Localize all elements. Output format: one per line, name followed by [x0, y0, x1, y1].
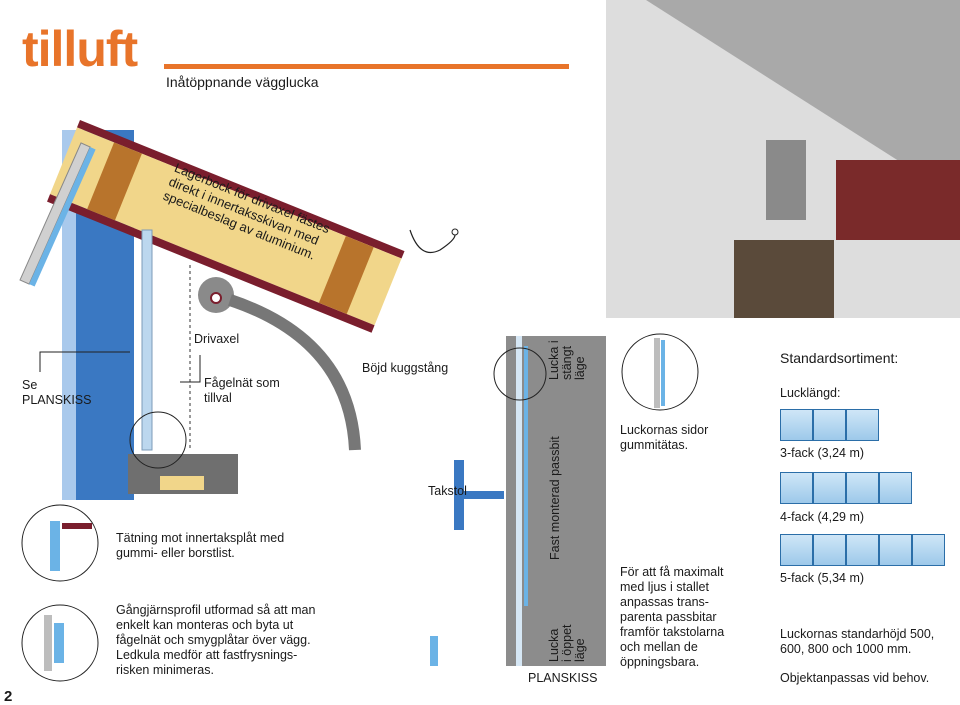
installation-photo: [606, 0, 960, 318]
plan-detail-circle: [493, 347, 547, 401]
page-subtitle: Inåtöppnande vägglucka: [166, 74, 319, 90]
sortiment-heading: Standardsortiment:: [780, 350, 899, 366]
note-ljus: För att få maximalt med ljus i stallet a…: [620, 565, 725, 669]
curved-rack: [228, 294, 361, 451]
label-drivaxel: Drivaxel: [194, 332, 240, 346]
hatch-closed: [141, 229, 153, 451]
label-planskiss: PLANSKISS: [528, 671, 598, 685]
label-se-planskiss: Se PLANSKISS: [22, 378, 92, 407]
note-sidor: Luckornas sidor gummitätas.: [620, 423, 709, 452]
label-fagelnat: Fågelnät som tillval: [204, 376, 280, 405]
detail-circle: [129, 411, 187, 469]
roof-beam: [47, 119, 405, 333]
label-5-fack: 5-fack (5,34 m): [780, 571, 865, 585]
page-title: tilluft: [22, 21, 138, 77]
hatch-opened: [19, 142, 96, 287]
note-gangjarn: Gångjärnsprofil utformad så att man enke…: [116, 603, 316, 677]
detail-circles: [21, 504, 99, 682]
label-bojd-kuggstang: Böjd kuggstång: [362, 361, 449, 375]
label-lucka-oppet: Lucka i öppet läge: [547, 624, 587, 662]
plan-grey-panel: [506, 336, 606, 666]
label-takstol: Takstol: [428, 484, 467, 498]
label-4-fack: 4-fack (4,29 m): [780, 510, 865, 524]
plan-diagram: [430, 336, 606, 666]
label-3-fack: 3-fack (3,24 m): [780, 446, 865, 460]
note-objektanpassas: Objektanpassas vid behov.: [780, 671, 930, 685]
panel-3-fack: [780, 409, 879, 441]
panel-4-fack: [780, 472, 912, 504]
page-number: 2: [4, 688, 13, 705]
side-seal-detail: [621, 333, 699, 411]
panel-5-fack: [780, 534, 945, 566]
sortiment-sublabel: Lucklängd:: [780, 386, 841, 400]
label-fast-monterad: Fast monterad passbit: [548, 436, 562, 560]
title-rule: [164, 64, 569, 69]
takstol-beam: [454, 460, 464, 530]
note-standardhojd: Luckornas standarhöjd 500, 600, 800 och …: [780, 627, 935, 656]
note-tatning: Tätning mot innertaksplåt med gummi- ell…: [116, 531, 285, 560]
cross-section-diagram: [19, 119, 459, 500]
label-lucka-stangt: Lucka i stängt läge: [547, 340, 587, 380]
